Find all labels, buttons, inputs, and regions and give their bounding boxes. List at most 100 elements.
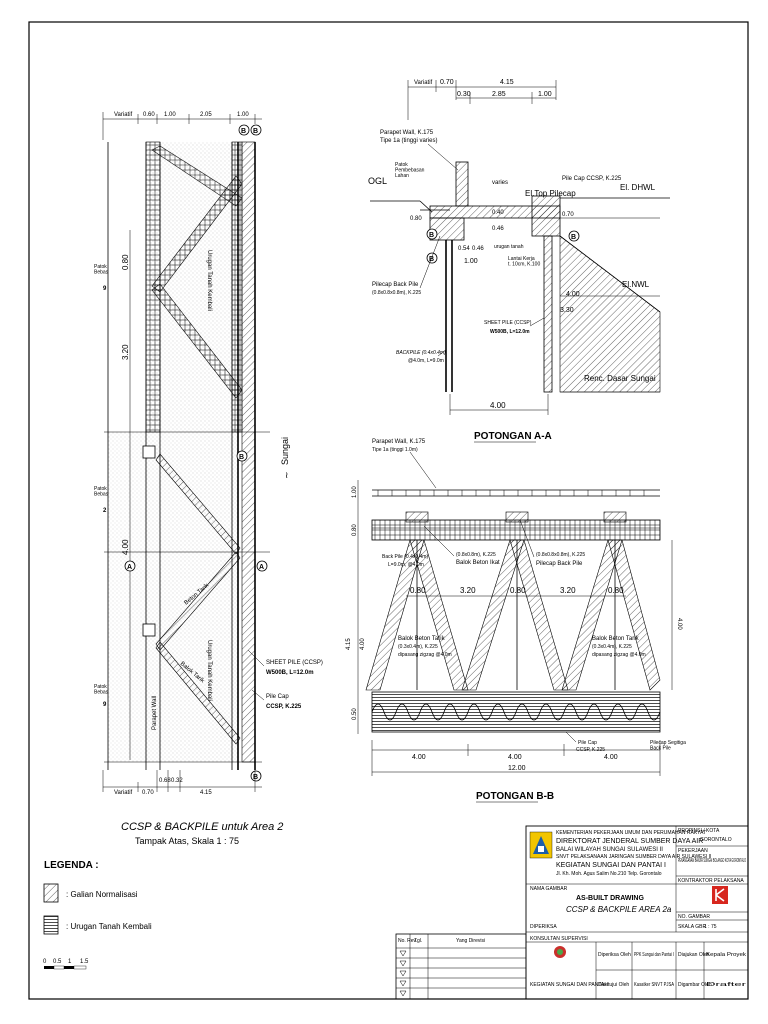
sec-a-marker-b3[interactable]: B bbox=[568, 230, 580, 242]
sec-b-span-1: 3.20 bbox=[460, 586, 476, 595]
patok-num-3: 9 bbox=[103, 702, 107, 708]
plan-subtitle: Tampak Atas, Skala 1 : 75 bbox=[135, 836, 239, 846]
sec-a-d046: 0.46 bbox=[492, 226, 504, 232]
parapet-wall-label: Parapet Wall bbox=[152, 696, 158, 730]
sec-a-el-top: El.Top Pilecap bbox=[525, 189, 576, 198]
sec-b-pile-cap: Pile Cap bbox=[578, 740, 597, 746]
legend-item-galian: : Galian Normalisasi bbox=[66, 890, 138, 899]
tb-konsultan-label: KONSULTAN SUPERVISI bbox=[530, 936, 588, 942]
rev-header-tgl: Tgl. bbox=[414, 938, 422, 944]
legend-swatch-urugan bbox=[43, 915, 59, 935]
section-marker-a-left[interactable]: A bbox=[124, 560, 136, 572]
tb-drawing-name: CCSP & BACKPILE AREA 2a bbox=[566, 905, 672, 914]
sec-a-marker-b1[interactable]: B bbox=[426, 252, 438, 264]
plan-side-dim-0: 0.80 bbox=[121, 254, 130, 270]
sec-a-top-dim-1: 0.70 bbox=[440, 79, 454, 86]
sec-a-varies: varies bbox=[492, 180, 508, 186]
sheet-pile-spec: W500B, L=12.0m bbox=[266, 670, 314, 676]
sec-b-pilecap-bp: (0.8x0.8x0.8m), K.225 bbox=[536, 552, 585, 558]
sec-a-parapet2: Tipe 1a (tinggi varies) bbox=[380, 138, 437, 144]
sec-b-side-1: 0.80 bbox=[352, 524, 358, 536]
contractor-logo-icon bbox=[712, 886, 728, 904]
sec-a-marker-b2[interactable]: B bbox=[426, 228, 438, 240]
sec-b-side-3: 4.00 bbox=[360, 638, 366, 650]
urugan-label-1: Urugan Tanah Kembali bbox=[206, 250, 212, 311]
sec-a-bottom-dim: 4.00 bbox=[490, 401, 506, 410]
section-marker-b-top-left[interactable]: B bbox=[238, 124, 250, 136]
sec-a-top-dim-2: 4.15 bbox=[500, 79, 514, 86]
tb-sign-label-2: Diajukan Oleh bbox=[678, 952, 710, 958]
patok-num-1: 9 bbox=[103, 286, 107, 292]
sec-b-pilecap-bp2: Pilecap Back Pile bbox=[536, 561, 583, 567]
sheet-border bbox=[28, 21, 749, 1000]
svg-text:A: A bbox=[259, 564, 264, 571]
tb-satker: SNVT PELAKSANAAN JARINGAN SUMBER DAYA AI… bbox=[556, 854, 711, 860]
section-marker-b-mid-left[interactable]: B bbox=[236, 450, 248, 462]
sec-b-parapet2: Tipe 1a (tinggi 1.0m) bbox=[372, 447, 418, 453]
svg-text:B: B bbox=[429, 232, 434, 239]
plan-top-dim-2: 1.00 bbox=[164, 112, 176, 118]
plan-bottom-dim-0: Variatif bbox=[114, 790, 133, 796]
tb-nama-gambar-label: NAMA GAMBAR bbox=[530, 886, 568, 892]
sec-a-parapet: Parapet Wall, K.175 bbox=[380, 130, 434, 136]
sec-a-d100: 1.00 bbox=[464, 258, 478, 265]
sec-a-el-nwl: El.NWL bbox=[622, 280, 650, 289]
sec-a-pile-cap: Pile Cap CCSP, K.225 bbox=[562, 176, 622, 182]
plan-top-dim-4: 1.00 bbox=[237, 112, 249, 118]
sec-a-d054: 0.54 bbox=[458, 246, 470, 252]
sec-b-balok-ikat: (0.8x0.8m), K.225 bbox=[456, 552, 496, 558]
section-b-b: 1.00 0.80 4.15 4.00 0.50 4.00 0.80 3.20 … bbox=[346, 439, 686, 803]
section-marker-b-bottom[interactable]: B bbox=[250, 770, 262, 782]
svg-text:B: B bbox=[241, 128, 246, 135]
sec-a-backpile2: @4.0m, L=9.0m bbox=[408, 358, 444, 364]
tb-ministry: KEMENTERIAN PEKERJAAN UMUM DAN PERUMAHAN… bbox=[556, 830, 706, 836]
section-a-a: Variatif 0.70 4.15 0.30 2.85 1.00 bbox=[368, 79, 670, 443]
sec-a-urugan: urugan tanah bbox=[494, 244, 524, 250]
sec-b-tarik-l3: dipasang zigzag @4.0m bbox=[398, 652, 452, 658]
section-marker-a-right[interactable]: A bbox=[256, 560, 268, 572]
sec-a-d080: 0.80 bbox=[410, 216, 422, 222]
sec-a-top-dim-0: Variatif bbox=[414, 80, 433, 86]
tb-sign-label-0: Diperiksa Oleh bbox=[598, 952, 631, 958]
tb-directorate: DIREKTORAT JENDERAL SUMBER DAYA AIR bbox=[556, 838, 703, 845]
tb-balai: BALAI WILAYAH SUNGAI SULAWESI II bbox=[556, 847, 663, 853]
tb-skala-value: 1 : 75 bbox=[704, 924, 717, 930]
tb-footer-left: KEGIATAN SUNGAI DAN PANTAI I bbox=[530, 982, 609, 988]
tb-address: Jl. Kh. Moh. Agus Salim No.210 Telp. Gor… bbox=[556, 871, 662, 877]
tb-prop-label: PROPINSI / KOTA bbox=[678, 828, 720, 834]
ccsp-wave bbox=[371, 703, 661, 721]
rev-header-no: No. Rev. bbox=[398, 938, 417, 944]
plan-bottom-dim-1: 0.70 bbox=[142, 790, 154, 796]
tb-pekerjaan-label: PEKERJAAN bbox=[678, 848, 708, 854]
sec-b-side-right: 4.00 bbox=[676, 618, 682, 630]
sec-a-sub-dim-0: 0.30 bbox=[457, 91, 471, 98]
sec-a-sheet: SHEET PILE (CCSP) bbox=[484, 320, 532, 326]
plan-top-dim-0: Variatif bbox=[114, 112, 133, 118]
tb-sign-value-3: Drafter bbox=[706, 982, 747, 988]
sec-a-sheet2: W500B, L=12.0m bbox=[490, 329, 530, 335]
legend-item-urugan: : Urugan Tanah Kembali bbox=[66, 922, 152, 931]
tb-sign-value-1: Kasatker SNVT PJSA bbox=[634, 982, 675, 988]
revision-table: No. Rev. Tgl. Yang Direvisi bbox=[395, 933, 527, 1000]
plan-bottom-dim-3: 0.32 bbox=[171, 778, 183, 784]
tb-sign-label-1: Disetujui Oleh bbox=[598, 982, 629, 988]
legend-title: LEGENDA : bbox=[44, 860, 99, 871]
rev-triangle-icons bbox=[399, 950, 407, 997]
sec-a-ogl: OGL bbox=[368, 176, 387, 186]
section-marker-b-top-right[interactable]: B bbox=[250, 124, 262, 136]
sec-a-title: POTONGAN A-A bbox=[474, 431, 552, 442]
sec-b-title: POTONGAN B-B bbox=[476, 791, 554, 802]
pu-logo-icon bbox=[529, 831, 553, 859]
flow-arrow-icon: ≀ bbox=[285, 470, 288, 480]
sec-a-d040: 0.40 bbox=[492, 210, 504, 216]
tb-drawing-type: AS-BUILT DRAWING bbox=[576, 895, 644, 902]
tb-kontraktor-label: KONTRAKTOR PELAKSANA bbox=[678, 878, 744, 884]
plan-top-dim-1: 0.60 bbox=[143, 112, 155, 118]
legend: LEGENDA : : Galian Normalisasi : Urugan … bbox=[43, 860, 152, 970]
svg-text:B: B bbox=[571, 234, 576, 241]
